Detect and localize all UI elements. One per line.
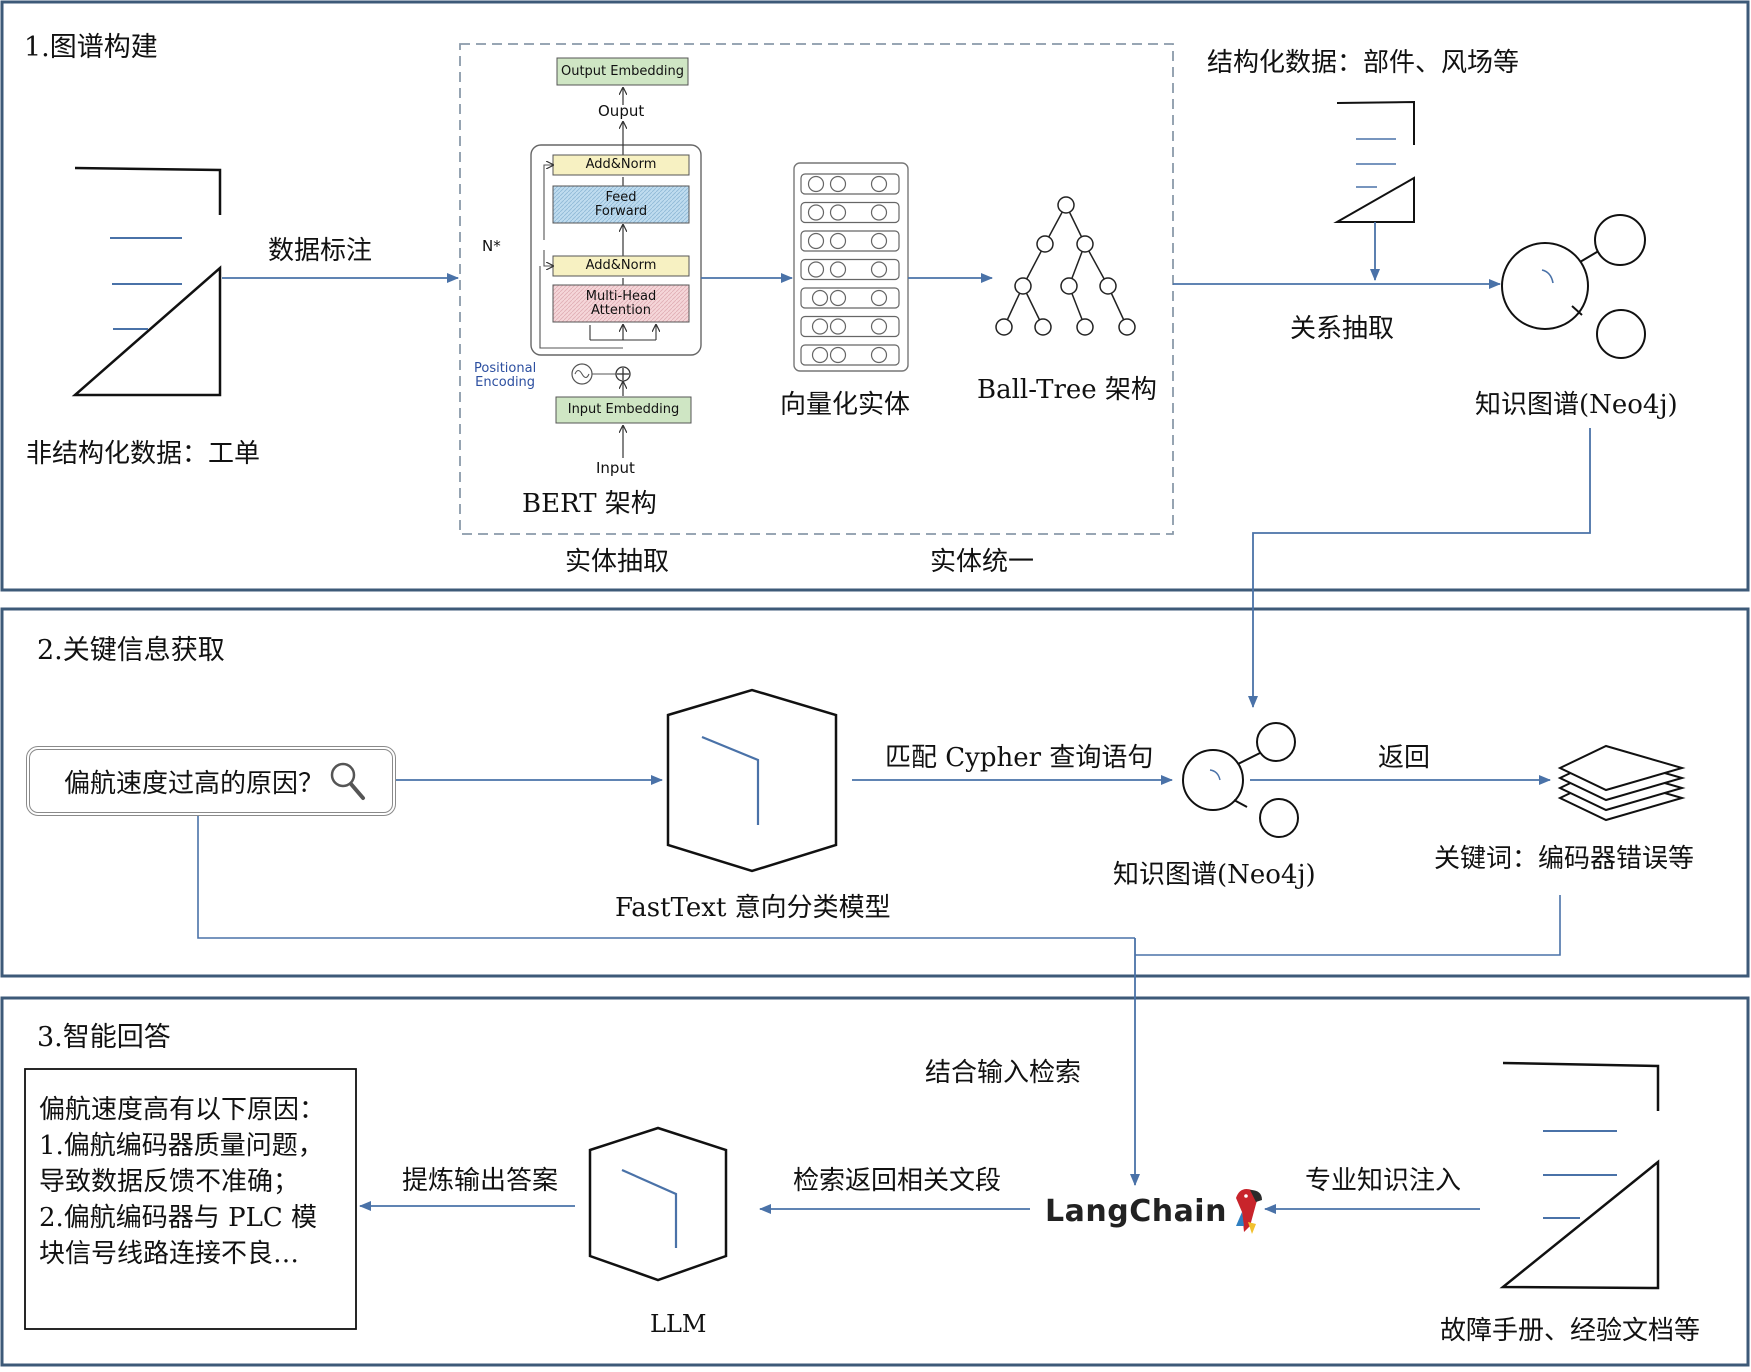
fasttext-model-icon [666,688,838,873]
bert-caption: BERT 架构 [522,489,657,519]
feed-forward-label: Feed Forward [594,189,648,219]
answer-line: 导致数据反馈不准确； [39,1167,300,1197]
connector-kg-to-stage2 [1248,428,1591,708]
query-text: 偏航速度过高的原因？ [64,768,325,799]
langchain-logo: LangChain [1045,1194,1227,1229]
output-embedding-label: Output Embedding [560,63,685,79]
refine-output-label: 提炼输出答案 [402,1166,559,1196]
knowledge-graph-2-label: 知识图谱(Neo4j) [1113,860,1316,890]
input-label: Input [596,459,635,477]
annotate-label: 数据标注 [268,236,373,266]
entity-unify-label: 实体统一 [930,547,1035,577]
add-norm-bottom-label: Add&Norm [585,258,657,274]
connector-keywords-down [1135,895,1561,956]
connector-query-down [197,815,1135,939]
answer-line: 1.偏航编码器质量问题， [39,1131,324,1161]
knowledge-graph-label: 知识图谱(Neo4j) [1475,390,1678,420]
input-embedding-label: Input Embedding [567,402,680,418]
bert-architecture-diagram [530,57,702,458]
ball-tree-icon [995,196,1136,336]
knowledge-graph-icon [1501,214,1646,359]
knowledge-graph-2-icon [1182,722,1299,838]
section-2-title: 2.关键信息获取 [37,635,225,666]
llm-model-icon [588,1126,728,1282]
relation-extract-label: 关系抽取 [1290,314,1395,344]
fasttext-label: FastText 意向分类模型 [615,893,891,923]
vector-entity-label: 向量化实体 [780,390,911,420]
answer-line: 2.偏航编码器与 PLC 模 [39,1203,317,1233]
section-3-title: 3.智能回答 [37,1022,171,1053]
answer-line: 偏航速度高有以下原因： [39,1095,326,1125]
structured-document-icon [1333,100,1415,223]
answer-box [24,1068,357,1330]
combine-retrieval-label: 结合输入检索 [925,1058,1082,1088]
fault-docs-label: 故障手册、经验文档等 [1440,1316,1701,1346]
query-search-box[interactable]: 偏航速度过高的原因？ [26,746,396,816]
ouput-label: Ouput [598,102,645,120]
ball-tree-label: Ball-Tree 架构 [977,375,1157,405]
keywords-label: 关键词：编码器错误等 [1434,844,1695,874]
add-norm-top-label: Add&Norm [585,157,657,173]
structured-data-label: 结构化数据：部件、风场等 [1207,48,1520,78]
model-dashed-box [459,43,1174,535]
fault-docs-icon [1499,1061,1660,1290]
unstructured-data-label: 非结构化数据：工单 [26,439,261,469]
multi-head-attention-label: Multi-Head Attention [585,288,657,318]
unstructured-document-icon [71,166,222,397]
layers-icon [1557,744,1686,822]
magnifier-icon [330,762,366,800]
cypher-label: 匹配 Cypher 查询语句 [885,743,1154,773]
section-3-frame [0,996,1750,1367]
answer-text: 偏航速度高有以下原因： 1.偏航编码器质量问题， 导致数据反馈不准确； 2.偏航… [39,1092,325,1272]
n-star-label: N* [482,237,501,255]
section-2-frame [0,607,1750,978]
knowledge-inject-label: 专业知识注入 [1305,1166,1462,1196]
llm-label: LLM [650,1310,707,1338]
vector-entity-icon [793,162,909,372]
parrot-icon [1236,1189,1262,1234]
section-1-frame [0,0,1750,592]
entity-extract-label: 实体抽取 [565,547,670,577]
retrieve-passages-label: 检索返回相关文段 [793,1166,1002,1196]
section-1-title: 1.图谱构建 [24,32,158,63]
answer-line: 块信号线路连接不良… [39,1239,300,1269]
return-label: 返回 [1378,743,1431,773]
positional-encoding-label: Positional Encoding [474,361,537,390]
